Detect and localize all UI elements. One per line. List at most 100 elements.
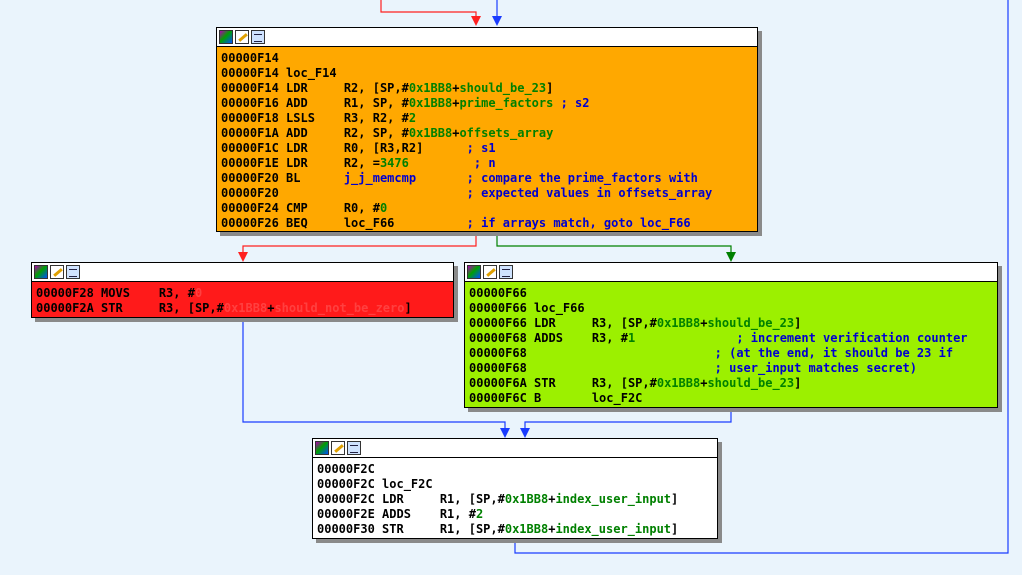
code-text: 00000F68: [469, 361, 715, 375]
code-symbol: should_be_23: [459, 81, 547, 95]
code-text: [409, 156, 474, 170]
xref-list-icon[interactable]: [251, 30, 265, 44]
code-line[interactable]: 00000F66: [469, 286, 993, 301]
arrowhead-red-top: [471, 16, 481, 26]
code-comment: ; compare the prime_factors with: [466, 171, 698, 185]
code-line[interactable]: 00000F20 ; expected values in offsets_ar…: [221, 186, 753, 201]
code-line[interactable]: 00000F2E ADDS R1, #2: [317, 507, 713, 522]
code-line[interactable]: 00000F2A STR R3, [SP,#0x1BB8+should_not_…: [36, 301, 449, 316]
code-text: 00000F68: [469, 346, 715, 360]
code-text: +: [452, 81, 460, 95]
xref-list-icon[interactable]: [66, 265, 80, 279]
code-immediate: 0x1BB8: [656, 376, 701, 390]
arrowhead-blue-top: [492, 16, 502, 26]
code-symbol: prime_factors: [459, 96, 554, 110]
arrowhead-false: [238, 252, 248, 262]
code-line[interactable]: 00000F16 ADD R1, SP, #0x1BB8+prime_facto…: [221, 96, 753, 111]
edit-pencil-icon[interactable]: [331, 441, 345, 455]
code-symbol: index_user_input: [555, 492, 672, 506]
edit-pencil-icon[interactable]: [483, 265, 497, 279]
graph-overview-icon[interactable]: [467, 265, 481, 279]
code-text: ]: [546, 81, 554, 95]
code-line[interactable]: 00000F14 loc_F14: [221, 66, 753, 81]
code-line[interactable]: 00000F68 ADDS R3, #1 ; increment verific…: [469, 331, 993, 346]
edge-false-branch: [242, 232, 477, 256]
code-text: 00000F2E ADDS R1, #: [317, 507, 476, 521]
graph-overview-icon[interactable]: [219, 30, 233, 44]
code-comment: ; n: [473, 156, 496, 170]
xref-list-icon[interactable]: [347, 441, 361, 455]
block-header: [32, 263, 453, 282]
code-line[interactable]: 00000F1E LDR R2, =3476 ; n: [221, 156, 753, 171]
code-text: +: [700, 316, 708, 330]
code-line[interactable]: 00000F6C B loc_F2C: [469, 391, 993, 406]
code-text: 00000F14 LDR R2, [SP,#: [221, 81, 409, 95]
code-text: 00000F6C B loc_F2C: [469, 391, 643, 405]
edge-true-branch: [496, 232, 732, 256]
edge-loop-back: [514, 0, 1009, 554]
edit-pencil-icon[interactable]: [235, 30, 249, 44]
code-text: [416, 171, 467, 185]
code-immediate: 2: [408, 111, 417, 125]
code-comment: j_j_memcmp: [343, 171, 417, 185]
code-text: 00000F20 BL: [221, 171, 344, 185]
code-text: 00000F20: [221, 186, 467, 200]
code-symbol: should_be_23: [707, 316, 795, 330]
code-immediate: 3476: [379, 156, 409, 170]
code-line[interactable]: 00000F68 ; user_input matches secret): [469, 361, 993, 376]
code-line[interactable]: 00000F30 STR R1, [SP,#0x1BB8+index_user_…: [317, 522, 713, 537]
edit-pencil-icon[interactable]: [50, 265, 64, 279]
arrowhead-green-to-f2c: [520, 428, 530, 438]
code-line[interactable]: 00000F24 CMP R0, #0: [221, 201, 753, 216]
code-text: 00000F2C: [317, 462, 375, 476]
code-immediate: 0: [194, 286, 203, 300]
code-comment: ; (at the end, it should be 23 if: [714, 346, 954, 360]
graph-overview-icon[interactable]: [315, 441, 329, 455]
code-line[interactable]: 00000F1C LDR R0, [R3,R2] ; s1: [221, 141, 753, 156]
code-text: 00000F68 ADDS R3, #: [469, 331, 628, 345]
code-immediate: 0x1BB8: [408, 81, 453, 95]
code-text: +: [452, 96, 460, 110]
code-line[interactable]: 00000F6A STR R3, [SP,#0x1BB8+should_be_2…: [469, 376, 993, 391]
code-line[interactable]: 00000F14: [221, 51, 753, 66]
code-line[interactable]: 00000F28 MOVS R3, #0: [36, 286, 449, 301]
code-text: 00000F1C LDR R0, [R3,R2]: [221, 141, 467, 155]
arrowhead-true: [726, 252, 736, 262]
code-comment: ; s1: [466, 141, 496, 155]
code-text: 00000F66: [469, 286, 527, 300]
code-line[interactable]: 00000F26 BEQ loc_F66 ; if arrays match, …: [221, 216, 753, 231]
xref-list-icon[interactable]: [499, 265, 513, 279]
code-line[interactable]: 00000F2C LDR R1, [SP,#0x1BB8+index_user_…: [317, 492, 713, 507]
code-line[interactable]: 00000F66 LDR R3, [SP,#0x1BB8+should_be_2…: [469, 316, 993, 331]
code-text: 00000F6A STR R3, [SP,#: [469, 376, 657, 390]
edge-green-to-f2c: [524, 408, 732, 432]
code-line[interactable]: 00000F2C loc_F2C: [317, 477, 713, 492]
code-immediate: 0x1BB8: [656, 316, 701, 330]
code-text: +: [700, 376, 708, 390]
block-header: [313, 439, 717, 458]
code-text: +: [452, 126, 460, 140]
code-line[interactable]: 00000F20 BL j_j_memcmp ; compare the pri…: [221, 171, 753, 186]
code-line[interactable]: 00000F68 ; (at the end, it should be 23 …: [469, 346, 993, 361]
code-immediate: 0x1BB8: [504, 522, 549, 536]
code-line[interactable]: 00000F14 LDR R2, [SP,#0x1BB8+should_be_2…: [221, 81, 753, 96]
code-line[interactable]: 00000F2C: [317, 462, 713, 477]
graph-overview-icon[interactable]: [34, 265, 48, 279]
code-text: 00000F28 MOVS R3, #: [36, 286, 195, 300]
code-text: 00000F26 BEQ loc_F66: [221, 216, 467, 230]
code-text: +: [548, 522, 556, 536]
code-text: 00000F18 LSLS R3, R2, #: [221, 111, 409, 125]
code-comment: ; user_input matches secret): [714, 361, 917, 375]
code-line[interactable]: 00000F66 loc_F66: [469, 301, 993, 316]
code-line[interactable]: 00000F1A ADD R2, SP, #0x1BB8+offsets_arr…: [221, 126, 753, 141]
code-text: 00000F14: [221, 51, 279, 65]
code-text: [635, 331, 736, 345]
code-line[interactable]: 00000F18 LSLS R3, R2, #2: [221, 111, 753, 126]
